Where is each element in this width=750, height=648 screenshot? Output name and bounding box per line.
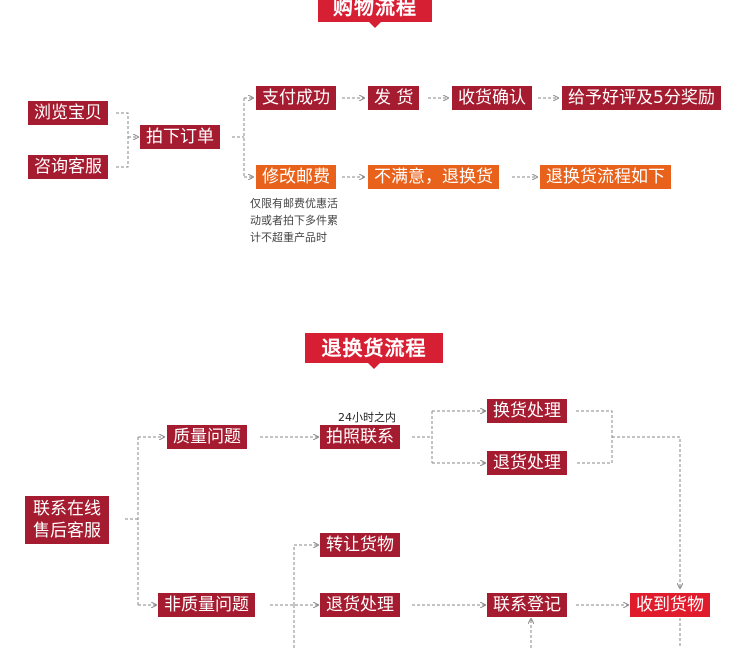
contact-support-line: 联系在线 [33, 499, 101, 519]
contact-support-line: 售后客服 [33, 521, 101, 541]
quality-issue-node: 质量问题 [167, 425, 247, 449]
receive-goods-node: 收到货物 [630, 593, 710, 617]
connector-nonquality-transfer [293, 545, 318, 605]
pay-success-node: 支付成功 [256, 86, 336, 110]
photo-contact-node: 拍照联系 [320, 425, 400, 449]
connector-exchange-out [576, 410, 613, 464]
connector-to-receive [612, 436, 680, 588]
browse-node: 浏览宝贝 [28, 101, 108, 125]
postage-note-line: 动或者拍下多件累 [250, 214, 338, 227]
connector-browse [116, 112, 129, 137]
consult-node: 咨询客服 [28, 155, 108, 179]
return-node-2: 退货处理 [320, 593, 400, 617]
transfer-goods-node: 转让货物 [320, 533, 400, 557]
confirm-node: 收货确认 [452, 86, 532, 110]
return-node: 退货处理 [487, 451, 567, 475]
contact-support-node: 联系在线 售后客服 [25, 496, 109, 544]
order-node: 拍下订单 [140, 125, 220, 149]
unsatisfied-node: 不满意，退换货 [368, 165, 499, 189]
return-flow-node: 退换货流程如下 [540, 165, 671, 189]
ship-node: 发 货 [368, 86, 420, 110]
shopping-flow-title: 购物流程 [318, 0, 432, 28]
postage-note: 仅限有邮费优惠活 动或者拍下多件累 计不超重产品时 [250, 195, 338, 246]
review-node: 给予好评及5分奖励 [562, 86, 721, 110]
connector-consult [116, 137, 129, 168]
modify-postage-node: 修改邮费 [256, 165, 336, 189]
postage-note-line: 仅限有邮费优惠活 [250, 197, 338, 210]
within-24h-label: 24小时之内 [338, 411, 396, 424]
return-flow-title: 退换货流程 [305, 333, 443, 369]
register-node: 联系登记 [487, 593, 567, 617]
postage-note-line: 计不超重产品时 [250, 231, 327, 244]
exchange-node: 换货处理 [487, 399, 567, 423]
non-quality-issue-node: 非质量问题 [158, 593, 255, 617]
